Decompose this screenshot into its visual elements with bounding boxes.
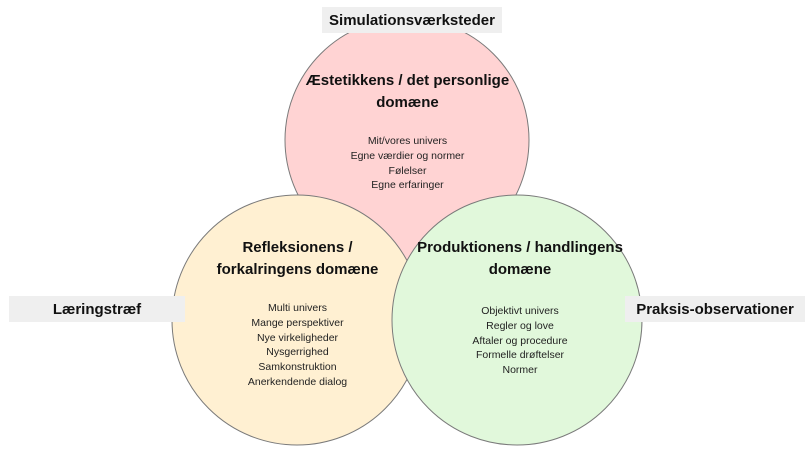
left-domain-title-line2: forkalringens domæne (216, 261, 379, 278)
top-domain-item: Mit/vores univers (367, 135, 448, 147)
top-domain-items: Mit/vores univers Egne værdier og normer… (300, 134, 515, 193)
right-domain-item: Objektivt univers (481, 305, 559, 317)
top-label-box: Simulationsværksteder (322, 7, 502, 33)
top-domain-item: Egne værdier og normer (350, 149, 465, 162)
right-domain-title-line2: domæne (488, 261, 552, 278)
left-domain-item: Nysgerrighed (266, 346, 329, 359)
right-domain-block: Produktionens / handlingens domæne Objek… (415, 237, 625, 378)
right-domain-title-line1: Produktionens / handlingens (417, 239, 623, 256)
top-domain-title-line1: Æstetikkens / det personlige (305, 72, 510, 89)
left-domain-block: Refleksionens / forkalringens domæne Mul… (195, 237, 400, 390)
left-label-text: Læringstræf (52, 300, 142, 318)
left-domain-item: Multi univers (268, 302, 327, 314)
left-domain-title-line1: Refleksionens / (242, 239, 353, 256)
right-domain-title: Produktionens / handlingens domæne (415, 237, 625, 281)
left-domain-item: Anerkendende dialog (247, 375, 348, 388)
right-domain-items: Objektivt univers Regler og love Aftaler… (415, 304, 625, 378)
left-domain-item: Mange perspektiver (251, 316, 344, 329)
top-domain-item: Egne erfaringer (371, 179, 444, 192)
top-domain-item: Følelser (388, 164, 427, 177)
right-domain-item: Aftaler og procedure (472, 334, 568, 347)
top-domain-title-line2: domæne (376, 94, 439, 111)
top-domain-block: Æstetikkens / det personlige domæne Mit/… (300, 70, 515, 193)
right-label-box: Praksis-observationer (625, 296, 805, 322)
right-domain-item: Regler og love (486, 319, 554, 332)
left-domain-item: Nye virkeligheder (256, 331, 339, 344)
left-domain-title: Refleksionens / forkalringens domæne (195, 237, 400, 281)
left-label-box: Læringstræf (9, 296, 185, 322)
left-domain-item: Samkonstruktion (258, 361, 337, 374)
right-domain-item: Formelle drøftelser (475, 349, 565, 362)
top-domain-title: Æstetikkens / det personlige domæne (300, 70, 515, 114)
right-label-text: Praksis-observationer (636, 300, 794, 318)
right-domain-item: Normer (502, 364, 538, 377)
left-domain-items: Multi univers Mange perspektiver Nye vir… (195, 301, 400, 390)
top-label-text: Simulationsværksteder (329, 11, 495, 29)
